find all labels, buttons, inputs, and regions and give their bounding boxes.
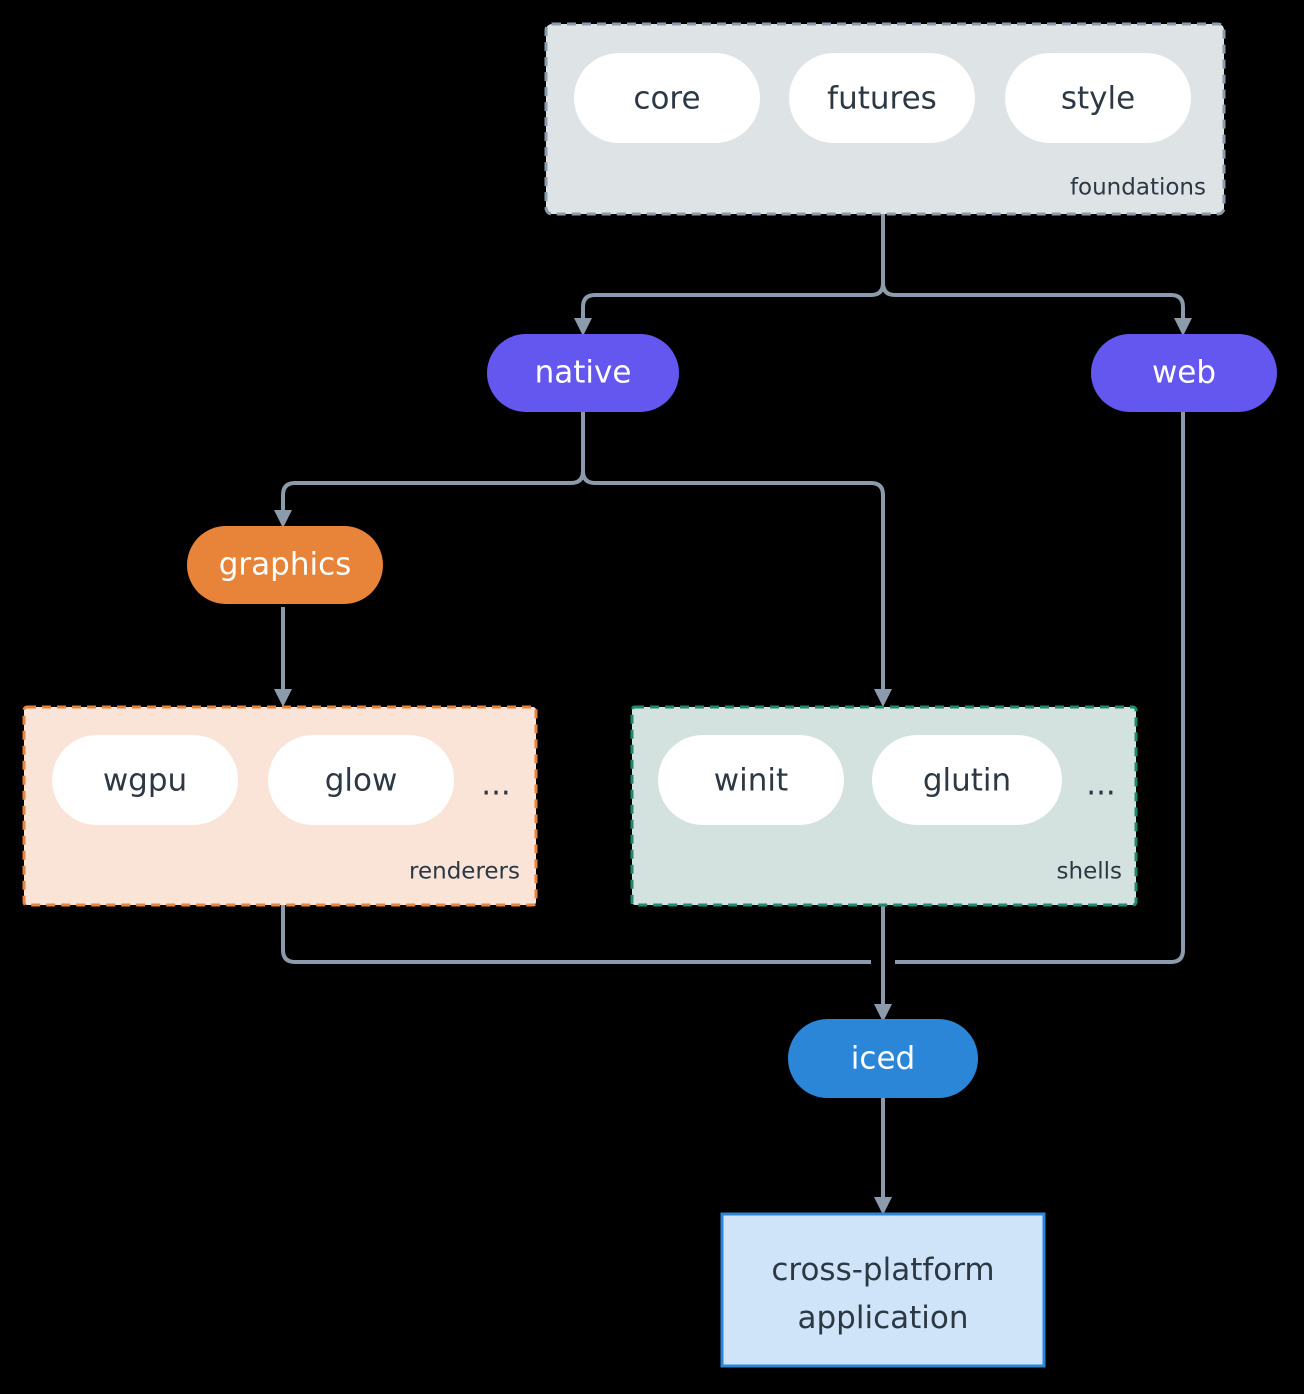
node-graphics-label: graphics [219, 547, 352, 583]
node-application[interactable]: cross-platform application [720, 1212, 1046, 1368]
node-web-shape [1091, 334, 1277, 412]
pill-core-label: core [633, 81, 700, 117]
edge-renderers-to-merge [281, 905, 871, 964]
node-web[interactable]: web [1091, 334, 1277, 412]
pill-core[interactable]: core [574, 53, 760, 143]
pill-style[interactable]: style [1005, 53, 1191, 143]
pill-glutin[interactable]: glutin [872, 735, 1062, 825]
node-graphics[interactable]: graphics [187, 526, 383, 604]
arrowhead-shells [874, 689, 892, 707]
edge-native-split [281, 410, 585, 512]
pill-winit-label: winit [714, 763, 788, 799]
node-native-label: native [535, 355, 632, 391]
pill-wgpu-label: wgpu [103, 763, 187, 799]
edge-layer [274, 214, 1192, 1215]
node-native-shape [487, 334, 679, 412]
node-iced-label: iced [851, 1041, 915, 1077]
node-iced-shape [788, 1019, 978, 1098]
node-native[interactable]: native [487, 334, 679, 412]
pill-style-shape [1005, 53, 1191, 143]
renderers-group-label: renderers [409, 859, 520, 885]
arrowhead-native [574, 318, 592, 336]
group-shells: winit glutin ... shells [630, 705, 1138, 907]
group-foundations: core futures style foundations [544, 22, 1226, 216]
edge-foundations-split [581, 214, 885, 320]
shells-group-label: shells [1057, 859, 1122, 885]
pill-futures[interactable]: futures [789, 53, 975, 143]
arrowhead-renderers [274, 689, 292, 707]
pill-wgpu-shape [52, 735, 238, 825]
pill-wgpu[interactable]: wgpu [52, 735, 238, 825]
application-label-line1: cross-platform [771, 1252, 994, 1288]
edge-web-to-merge [895, 410, 1185, 964]
node-iced[interactable]: iced [788, 1019, 978, 1098]
pill-glutin-label: glutin [923, 763, 1011, 799]
pill-winit[interactable]: winit [658, 735, 844, 825]
arrowhead-graphics [274, 510, 292, 528]
pill-glow-label: glow [325, 763, 398, 799]
pill-glow-shape [268, 735, 454, 825]
pill-glow[interactable]: glow [268, 735, 454, 825]
renderers-more-ellipsis: ... [481, 767, 511, 803]
pill-glutin-shape [872, 735, 1062, 825]
node-web-label: web [1152, 355, 1216, 391]
pill-futures-shape [789, 53, 975, 143]
node-graphics-shape [187, 526, 383, 604]
arrowhead-iced [874, 1004, 892, 1022]
arrowhead-web [1174, 318, 1192, 336]
application-container [720, 1212, 1046, 1368]
pill-futures-label: futures [827, 81, 937, 117]
foundations-group-label: foundations [1070, 175, 1206, 201]
edge-native-to-shells [581, 470, 885, 690]
pill-winit-shape [658, 735, 844, 825]
group-renderers: wgpu glow ... renderers [22, 705, 538, 907]
pill-style-label: style [1061, 81, 1135, 117]
arrowhead-application [874, 1197, 892, 1215]
application-label-line2: application [798, 1300, 969, 1336]
shells-more-ellipsis: ... [1086, 767, 1116, 803]
edge-foundations-to-web [881, 282, 1185, 320]
pill-core-shape [574, 53, 760, 143]
